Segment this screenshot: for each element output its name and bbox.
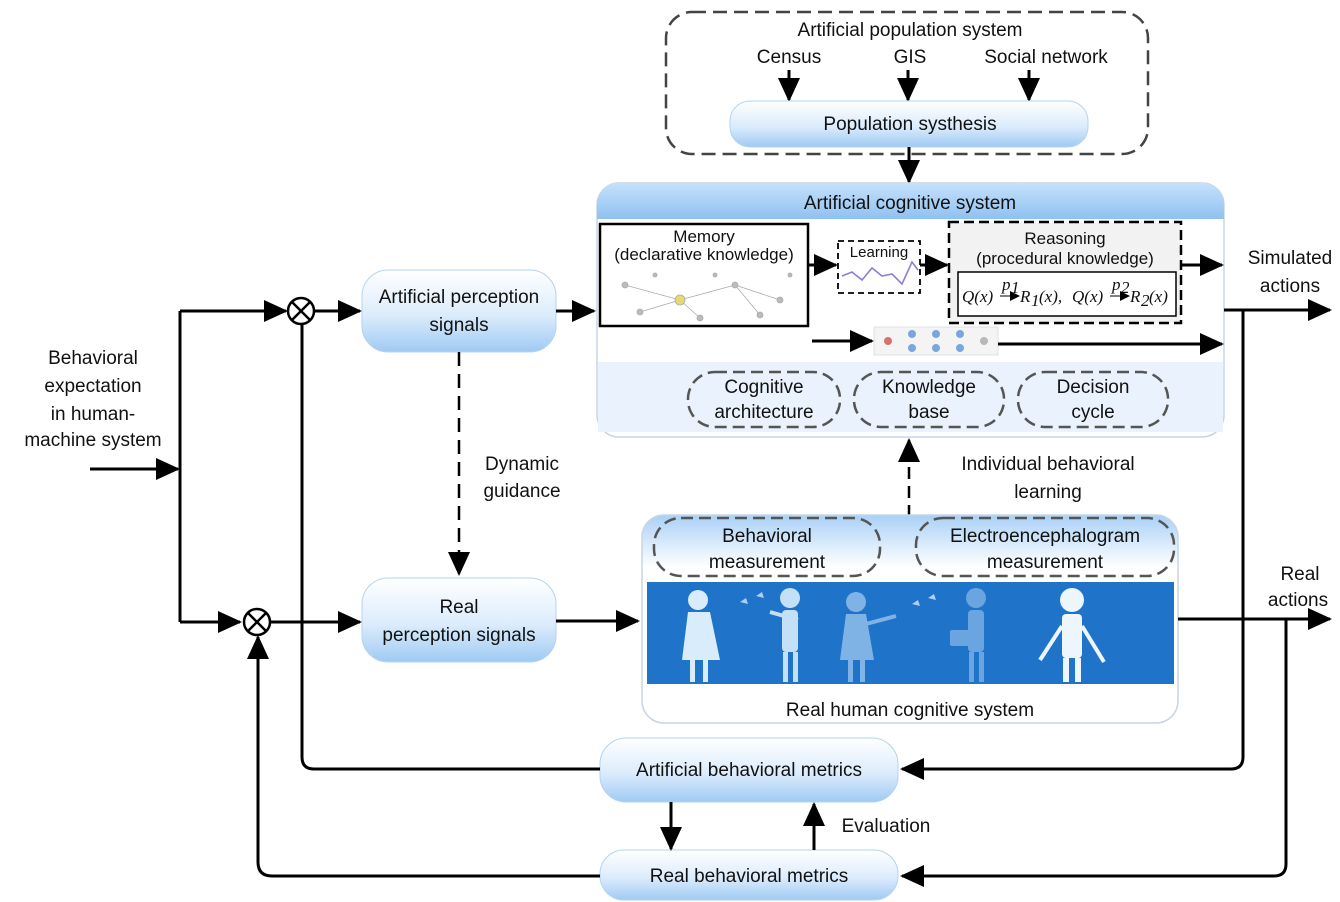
formula-p1: p <box>1001 275 1011 294</box>
reasoning-title: Reasoning <box>1024 229 1105 248</box>
formula-p2-sub: 2 <box>1121 278 1130 297</box>
cognitive-system-group: Artificial cognitive system Memory (decl… <box>596 182 1225 438</box>
real-actions-line1: Real <box>1280 564 1319 585</box>
expectation-line2: expectation <box>44 376 141 397</box>
real-perception-line1: Real <box>439 597 478 618</box>
component-knowledge-base <box>852 370 1006 429</box>
reasoning-subtitle: (procedural knowledge) <box>976 249 1154 268</box>
formula-p2: p <box>1111 275 1121 294</box>
formula-r2-arg: (x) <box>1149 287 1168 306</box>
real-metrics-label: Real behavioral metrics <box>650 866 849 887</box>
memory-title: Memory <box>673 227 735 246</box>
population-system-group: Artificial population system Census GIS … <box>664 10 1150 156</box>
eeg-measurement-line2: measurement <box>987 552 1104 573</box>
bottom-comparator <box>242 607 272 637</box>
feedback-artificial-metrics-to-comparator <box>300 324 600 771</box>
learning-box <box>837 240 921 294</box>
component-cognitive-architecture-line1: Cognitive <box>724 377 803 398</box>
cognitive-system-header <box>597 183 1224 219</box>
expectation-line4: machine system <box>24 430 161 451</box>
memory-subtitle: (declarative knowledge) <box>614 245 794 264</box>
reasoning-formula: Q(x) p 1 R 1 (x), Q(x) p 2 R 2 (x) <box>962 275 1168 310</box>
memory-box <box>598 222 810 328</box>
simulated-actions-line2: actions <box>1260 276 1320 297</box>
artificial-perception-line2: signals <box>429 315 488 336</box>
human-interaction-image <box>647 582 1174 684</box>
formula-r2-sub: 2 <box>1141 291 1150 310</box>
behavioral-measurement-box <box>652 516 882 578</box>
evaluation-label: Evaluation <box>842 816 931 837</box>
expectation-line1: Behavioral <box>48 348 138 369</box>
component-decision-cycle-line1: Decision <box>1057 377 1130 398</box>
artificial-perception-box <box>361 269 557 353</box>
source-census: Census <box>757 47 821 68</box>
formula-box <box>957 271 1177 317</box>
individual-learning-line2: learning <box>1014 482 1082 503</box>
feedback-simulated-to-artificial-metrics <box>900 310 1245 780</box>
formula-r1-sub: 1 <box>1031 291 1040 310</box>
simulated-actions-line1: Simulated <box>1248 248 1333 269</box>
behavioral-measurement-line2: measurement <box>709 552 826 573</box>
cognitive-system-title: Artificial cognitive system <box>804 193 1016 214</box>
component-cognitive-architecture <box>686 370 842 429</box>
top-comparator <box>286 296 316 326</box>
human-system-group: Behavioral measurement Electroencephalog… <box>641 514 1179 724</box>
real-actions-line2: actions <box>1268 590 1328 611</box>
real-perception-box <box>361 577 557 663</box>
dynamic-guidance-line2: guidance <box>483 481 560 502</box>
feedback-real-to-real-metrics <box>900 619 1288 887</box>
source-gis: GIS <box>894 47 927 68</box>
formula-r1: R <box>1019 287 1031 306</box>
cognitive-components-band <box>598 362 1223 432</box>
formula-q1: Q(x) <box>962 287 993 306</box>
expectation-line3: in human- <box>51 404 136 425</box>
feedback-real-metrics-to-comparator <box>247 635 600 878</box>
population-system-border <box>664 10 1150 156</box>
eeg-measurement-line1: Electroencephalogram <box>950 526 1140 547</box>
learning-curve-image <box>841 260 919 286</box>
eeg-measurement-box <box>914 516 1176 578</box>
artificial-metrics-label: Artificial behavioral metrics <box>636 760 862 781</box>
learning-label: Learning <box>850 244 908 261</box>
formula-p1-sub: 1 <box>1011 278 1020 297</box>
neural-network-image <box>873 326 999 356</box>
formula-r2: R <box>1129 287 1141 306</box>
human-system-title: Real human cognitive system <box>786 700 1034 721</box>
component-cognitive-architecture-line2: architecture <box>714 402 813 423</box>
component-decision-cycle-line2: cycle <box>1071 402 1114 423</box>
real-perception-line2: perception signals <box>382 625 535 646</box>
behavioral-measurement-line1: Behavioral <box>722 526 812 547</box>
component-knowledge-base-line2: base <box>908 402 949 423</box>
component-knowledge-base-line1: Knowledge <box>882 377 976 398</box>
population-synthesis-label: Population systhesis <box>823 114 996 135</box>
knowledge-graph-image <box>621 272 793 322</box>
formula-q2: Q(x) <box>1072 287 1103 306</box>
dynamic-guidance-line1: Dynamic <box>485 454 559 475</box>
population-system-title: Artificial population system <box>798 20 1023 41</box>
component-decision-cycle <box>1016 370 1170 429</box>
artificial-perception-line1: Artificial perception <box>379 287 540 308</box>
behavioral-expectation-label: Behavioral expectation in human- machine… <box>24 348 161 451</box>
formula-r1-arg: (x), <box>1039 287 1062 306</box>
source-social-network: Social network <box>984 47 1108 68</box>
individual-learning-line1: Individual behavioral <box>961 454 1134 475</box>
